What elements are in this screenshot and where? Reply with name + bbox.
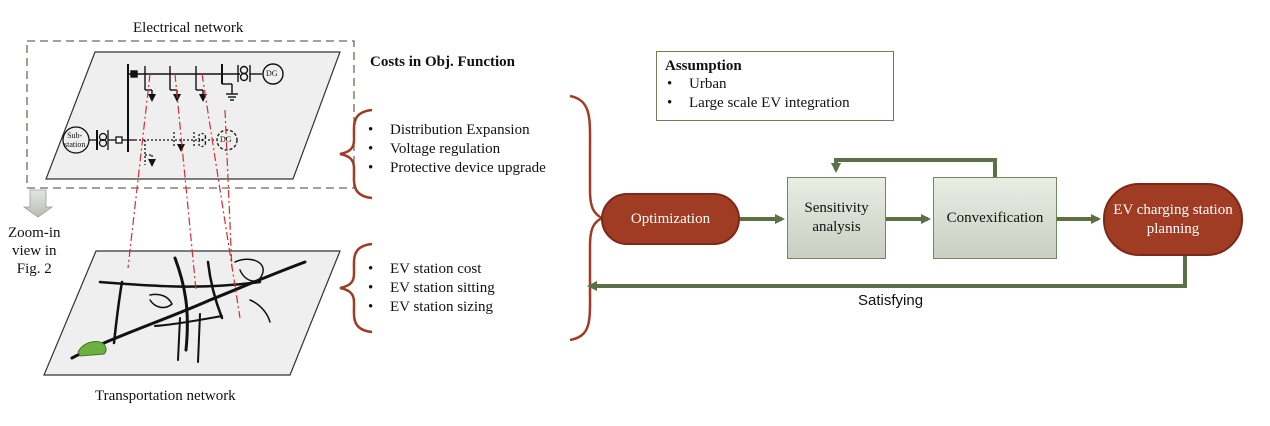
assumption-list: Urban Large scale EV integration [665,75,885,113]
optimization-node: Optimization [601,193,740,245]
sensitivity-line2: analysis [812,219,861,235]
zoom-label-line1: Zoom-in [8,225,61,241]
cost-item: EV station sitting [364,279,495,298]
electrical-schematic-lower [62,126,238,167]
sensitivity-line1: Sensitivity [804,200,869,216]
cost-list-ev: EV station cost EV station sitting EV st… [364,260,495,317]
cost-item: Voltage regulation [364,140,546,159]
assumption-box: Assumption Urban Large scale EV integrat… [656,51,894,121]
dg-label-lower: DG [220,135,232,144]
zoom-arrow [22,189,54,218]
electrical-frame [26,40,355,189]
assumption-title: Assumption [665,58,742,74]
brace-costs-ev [339,242,373,334]
zoom-label-line2: view in [11,243,57,259]
road-network [70,256,307,363]
substation-label-line2: station [64,140,86,149]
transportation-network-label: Transportation network [95,388,236,404]
transport-plane [43,250,341,376]
ev-planning-line1: EV charging station [1113,201,1233,218]
ev-planning-line2: planning [1146,220,1200,237]
brace-big [569,94,605,342]
costs-title: Costs in Obj. Function [370,54,516,70]
ev-car-icon [77,341,107,357]
cost-item: EV station cost [364,260,495,279]
assumption-item: Urban [665,75,885,94]
assumption-item: Large scale EV integration [665,94,885,113]
ev-charging-station-planning-node: EV charging station planning [1103,183,1243,256]
electrical-network-label: Electrical network [133,20,244,36]
substation-label-line1: Sub- [67,131,83,140]
projection-lines [127,73,241,319]
electrical-plane [45,51,341,180]
dg-label-upper: DG [266,69,278,78]
flow-arrows [587,158,1187,291]
cost-item: Distribution Expansion [364,121,546,140]
satisfying-label: Satisfying [858,292,924,309]
cost-list-electrical: Distribution Expansion Voltage regulatio… [364,121,546,178]
zoom-label-line3: Fig. 2 [16,261,52,277]
brace-costs-electrical [339,108,373,200]
zoom-label: Zoom-in view in Fig. 2 [8,224,61,278]
sensitivity-analysis-node: Sensitivity analysis [787,177,886,259]
convexification-node: Convexification [933,177,1057,259]
cost-item: Protective device upgrade [364,159,546,178]
substation-label: Sub- station [64,131,85,149]
cost-item: EV station sizing [364,298,495,317]
